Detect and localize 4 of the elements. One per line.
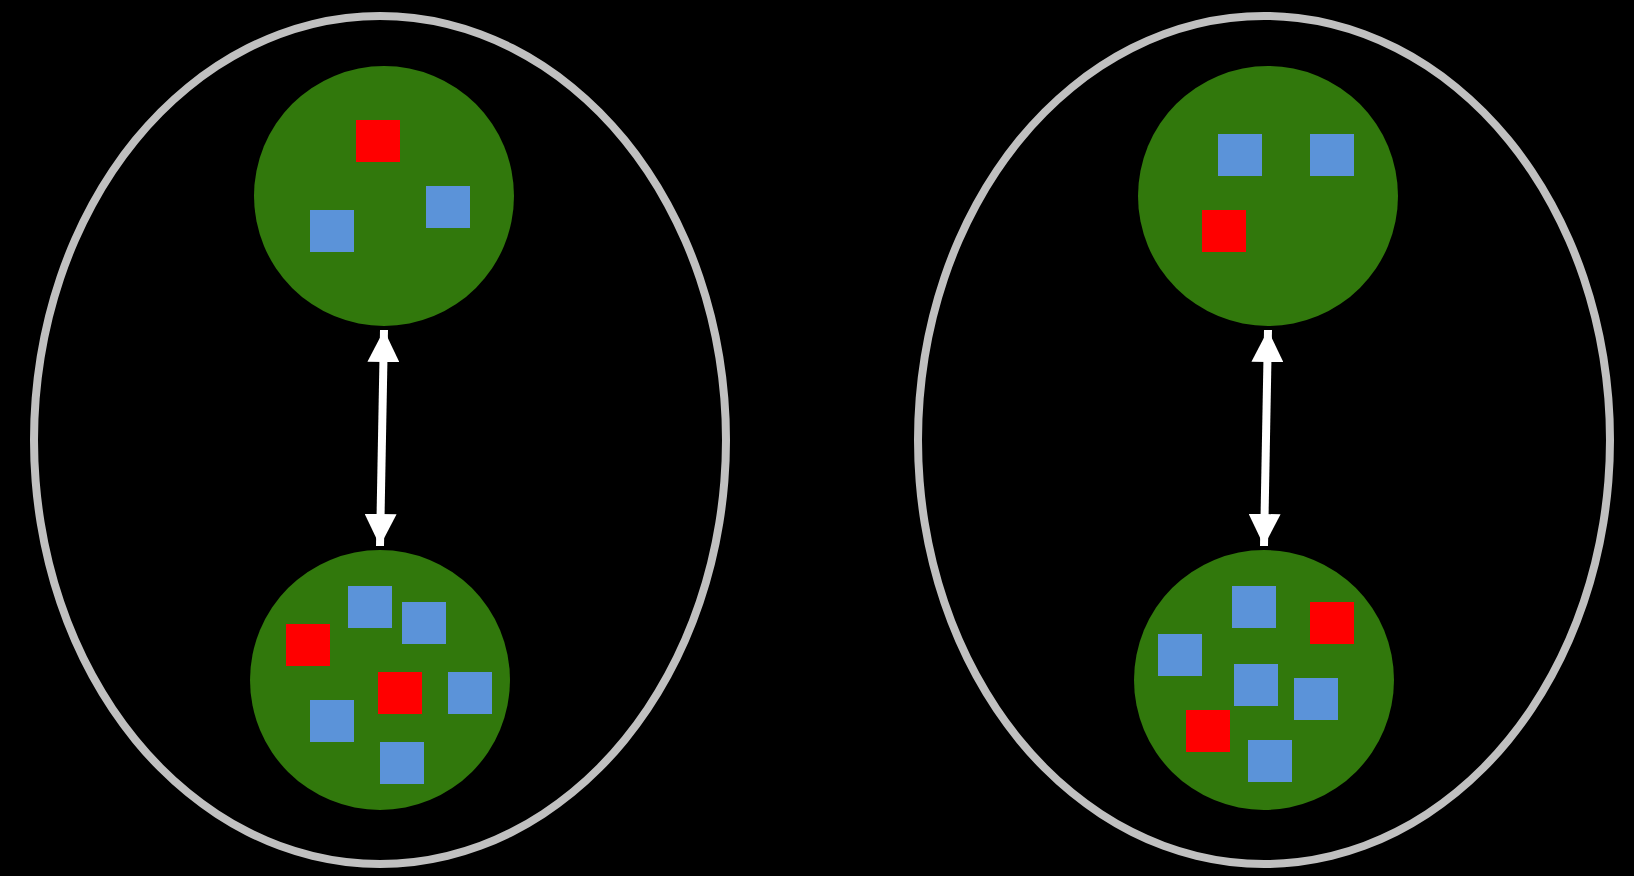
double-arrow [1248, 329, 1284, 547]
double-arrow [364, 329, 400, 547]
group-ellipse [914, 12, 1614, 868]
group-ellipse [30, 12, 730, 868]
